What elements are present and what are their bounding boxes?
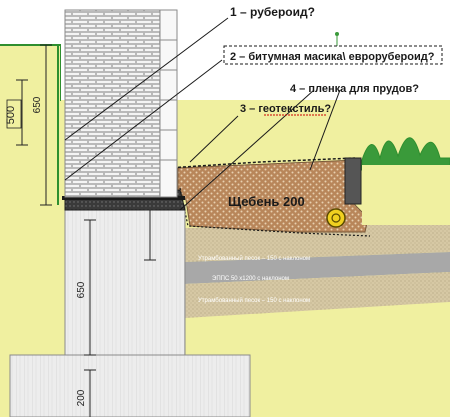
- leader-3: [189, 115, 239, 163]
- label-4: 4 – пленка для прудов?: [290, 83, 419, 95]
- leader-4: [179, 89, 315, 211]
- label-3: 3 – геотекстиль?: [240, 103, 331, 115]
- layer-sand-top-label: Утрамбованный песок – 150 с наклоном: [198, 255, 310, 262]
- dim-650-bottom: 650: [76, 281, 87, 298]
- leader-1: [64, 17, 229, 141]
- label-2: 2 – битумная масика\ еврорубероид?: [230, 51, 435, 63]
- leader-4b: [309, 89, 341, 171]
- dim-500: 500: [5, 106, 17, 124]
- curb-stone: [344, 157, 362, 205]
- leader-2: [64, 59, 223, 181]
- sand-layer-top: [185, 222, 450, 262]
- layer-epps-label: ЭППС 50 х1200 с наклоном: [212, 276, 289, 282]
- dim-650-top: 650: [32, 96, 43, 113]
- label-2-box: [223, 45, 443, 65]
- window-blocks: [159, 9, 178, 198]
- drain-pipe-inner: [331, 213, 341, 223]
- drain-pipe: [326, 208, 346, 228]
- sand-layer-bottom: [185, 272, 450, 318]
- roofing-felt-layer: [62, 196, 185, 200]
- epps-layer: [185, 252, 450, 284]
- layer-sand-bottom-label: Утрамбованный песок – 150 с наклоном: [198, 297, 310, 304]
- label-1: 1 – рубероид?: [230, 5, 315, 19]
- dim-200: 200: [76, 389, 87, 406]
- foundation-wall: [64, 204, 186, 356]
- footing: [9, 354, 251, 417]
- right-ground-strip: [362, 165, 450, 225]
- left-ground-fill: [0, 45, 60, 205]
- gravel-label: Щебень 200: [228, 194, 305, 209]
- membrane-dashed-line: [167, 157, 356, 169]
- grass-right: [361, 137, 450, 171]
